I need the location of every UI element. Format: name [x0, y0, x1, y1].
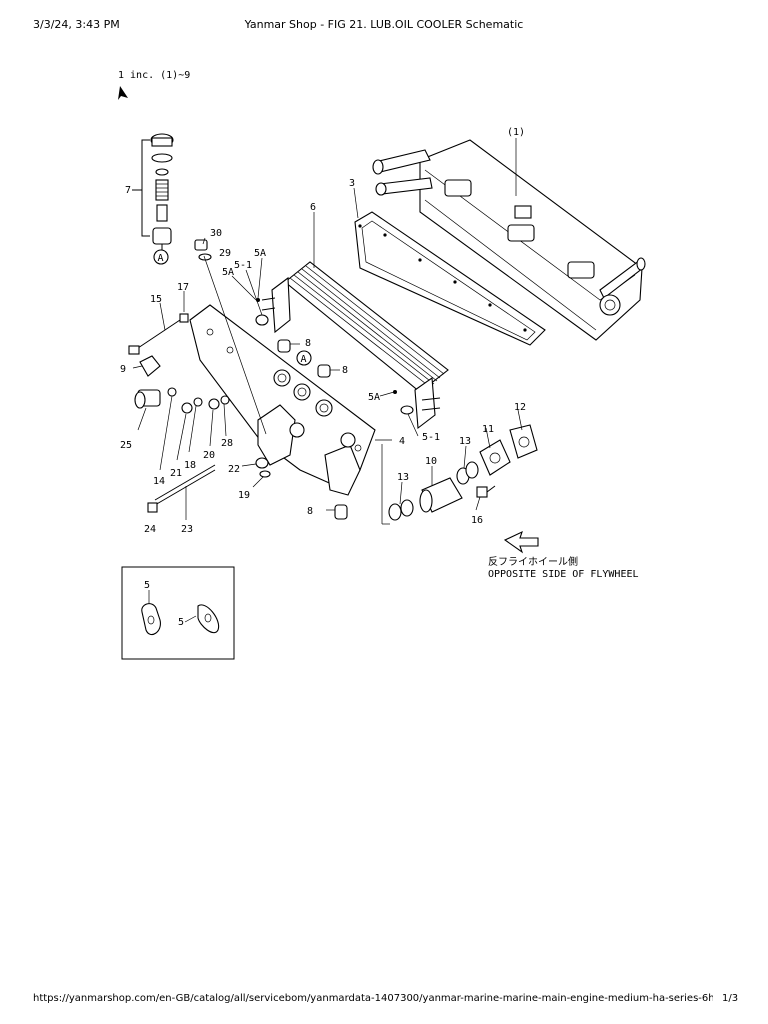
callout: 8: [307, 506, 313, 517]
callout: (1): [507, 127, 525, 138]
callout: 18: [184, 460, 196, 471]
callout: 29: [219, 248, 231, 259]
leader-lines: [132, 138, 523, 525]
callout: 23: [181, 524, 193, 535]
callout: 21: [170, 468, 182, 479]
callout: 8: [305, 338, 311, 349]
callout: 5-1: [234, 260, 252, 271]
opposite-side-jp: 反フライホイール側: [488, 555, 578, 568]
callout: 5-1: [422, 432, 440, 443]
callout: 28: [221, 438, 233, 449]
callout: 8: [342, 365, 348, 376]
callout: 13: [397, 472, 409, 483]
callout: 17: [177, 282, 189, 293]
callout: 5A: [222, 267, 234, 278]
callout: 20: [203, 450, 215, 461]
page-number: 1/3: [722, 993, 739, 1004]
reference-a-marker: A: [296, 350, 312, 366]
flywheel-direction-arrow-icon: [503, 530, 539, 554]
cooler-housing: [372, 139, 646, 341]
print-timestamp: 3/3/24, 3:43 PM: [33, 18, 120, 31]
callout: 16: [471, 515, 483, 526]
callout: 10: [425, 456, 437, 467]
callout: 5: [178, 617, 184, 628]
callout: 25: [120, 440, 132, 451]
callout: 5A: [254, 248, 266, 259]
relief-valve-stack: [132, 133, 174, 250]
callout: 30: [210, 228, 222, 239]
small-parts: [128, 239, 414, 520]
callout: 9: [120, 364, 126, 375]
page-title: Yanmar Shop - FIG 21. LUB.OIL COOLER Sch…: [244, 18, 524, 31]
callout: 14: [153, 476, 165, 487]
callout: 5A: [368, 392, 380, 403]
callout: 4: [399, 436, 405, 447]
callout: 6: [310, 202, 316, 213]
page-url: https://yanmarshop.com/en-GB/catalog/all…: [33, 993, 713, 1004]
callout: 7: [125, 185, 131, 196]
callout: 12: [514, 402, 526, 413]
direction-arrow-icon: [118, 86, 128, 100]
pipe-assembly: [388, 424, 538, 521]
callout: 13: [459, 436, 471, 447]
svg-text:A: A: [158, 253, 164, 264]
gasket: [354, 211, 546, 346]
oil-cooler-body: [189, 304, 376, 496]
callout: 11: [482, 424, 494, 435]
callout: 24: [144, 524, 156, 535]
reference-a-marker: A: [153, 249, 169, 265]
callout: 3: [349, 178, 355, 189]
cooler-element: [261, 261, 449, 430]
svg-text:A: A: [301, 354, 307, 365]
gasket-inset: 5 5: [121, 566, 235, 660]
callout: 19: [238, 490, 250, 501]
callout: 5: [144, 580, 150, 591]
callout-labels: (1) 3 6 7 30 29 5A 5-1 5A 15 17 8 8 9 5A…: [120, 127, 526, 535]
callout: 15: [150, 294, 162, 305]
opposite-side-en: OPPOSITE SIDE OF FLYWHEEL: [488, 569, 639, 580]
callout: 22: [228, 464, 240, 475]
assembly-note: 1 inc. (1)~9: [118, 70, 190, 81]
